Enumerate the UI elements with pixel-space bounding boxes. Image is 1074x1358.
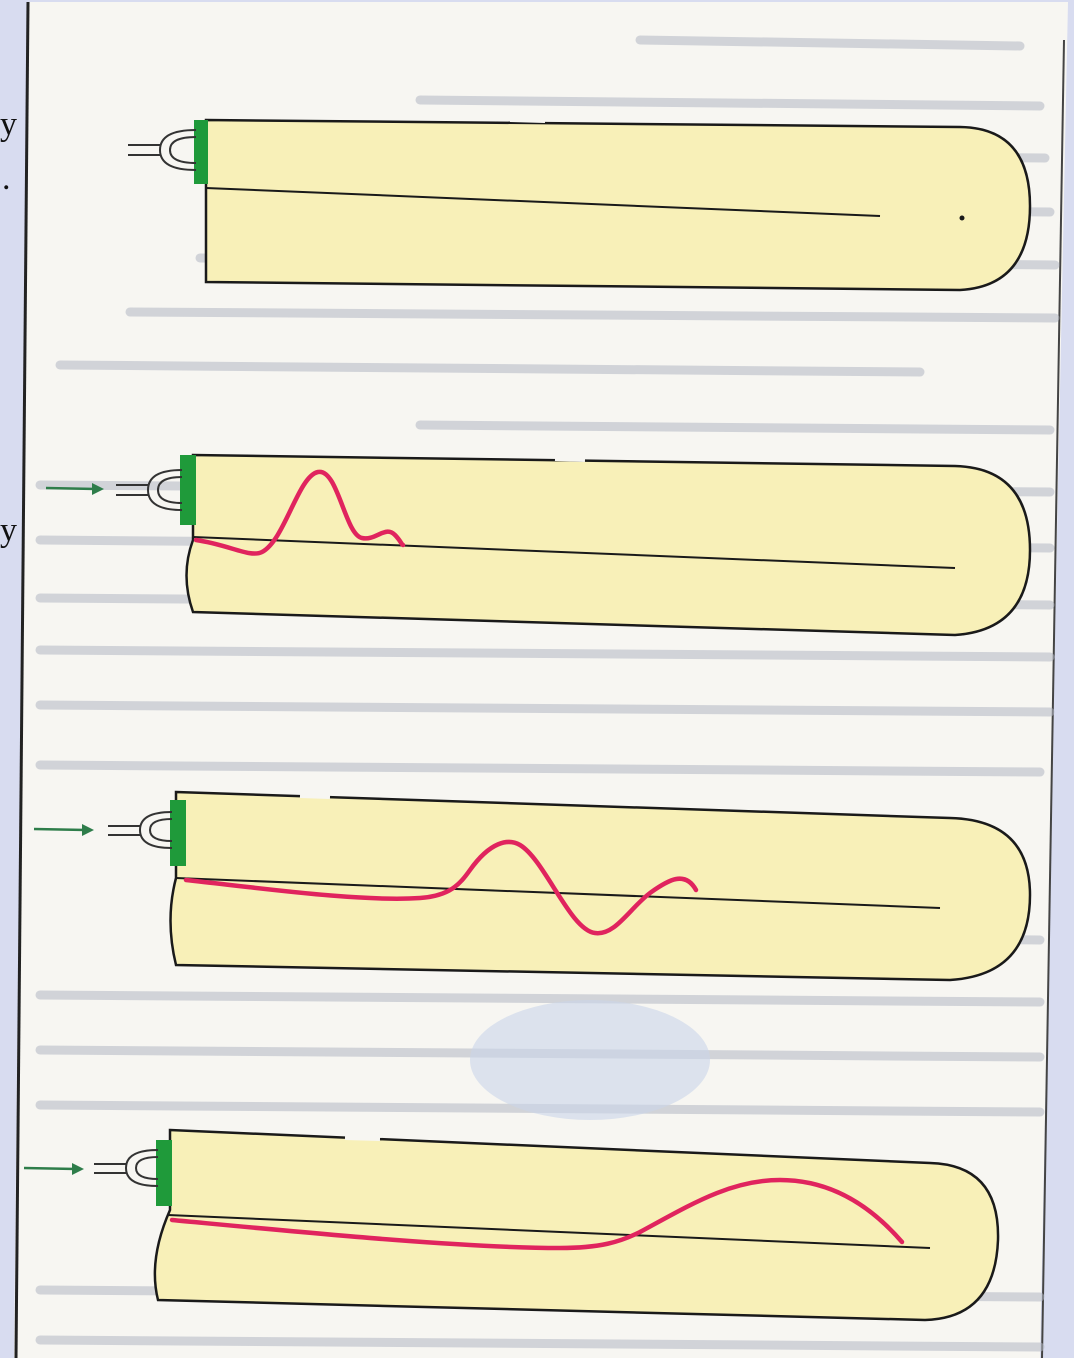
tube-stage-4 <box>24 1130 998 1320</box>
tube-end-dot <box>960 216 965 221</box>
stopper <box>194 120 208 184</box>
stopper <box>170 800 186 866</box>
stopper <box>180 455 196 525</box>
tube-stage-3 <box>34 792 1030 980</box>
stopper <box>156 1140 172 1206</box>
bleed-through-blob <box>470 1000 710 1120</box>
tube-top-gap <box>345 1138 380 1139</box>
tube-top-gap <box>555 459 585 460</box>
tube-body <box>171 792 1031 980</box>
tube-stage-1 <box>128 120 1030 290</box>
tube-top-gap <box>510 120 545 121</box>
tube-body <box>187 455 1031 635</box>
tube-top-gap <box>300 796 330 797</box>
tube-stage-2 <box>46 455 1030 635</box>
